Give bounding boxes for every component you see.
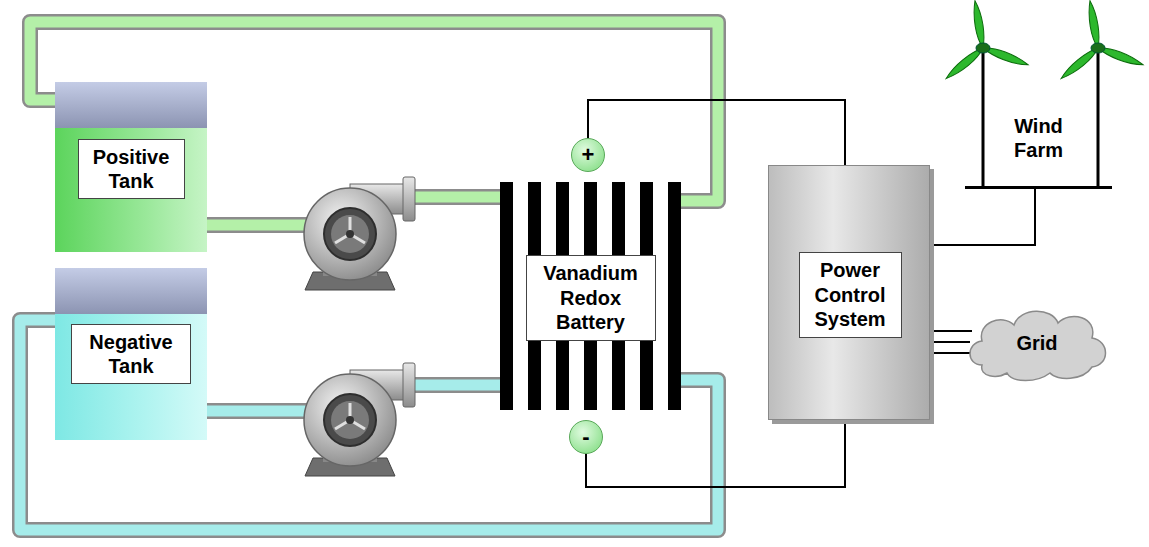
control-box: Power Control System bbox=[768, 165, 930, 420]
wire-line bbox=[934, 189, 1035, 245]
wire-line bbox=[588, 100, 845, 165]
wire-line bbox=[934, 341, 970, 343]
positive-tank: Positive Tank bbox=[55, 82, 207, 252]
wire-line bbox=[934, 352, 972, 354]
pump bbox=[304, 177, 415, 290]
power-wire bbox=[934, 189, 1035, 245]
negative-tank: Negative Tank bbox=[55, 268, 207, 440]
node-label: + bbox=[582, 144, 595, 166]
wind-farm-bus: Wind Farm bbox=[965, 100, 1112, 189]
wire-line bbox=[934, 330, 972, 332]
node-label: Positive Tank bbox=[78, 139, 185, 200]
node-label: Negative Tank bbox=[71, 324, 191, 385]
node-label: Power Control System bbox=[799, 252, 902, 337]
power-wire bbox=[586, 420, 845, 487]
power-wire bbox=[934, 331, 972, 332]
node-label: Wind Farm bbox=[1002, 112, 1076, 165]
power-wire bbox=[588, 100, 845, 165]
cell-stack: Vanadium Redox Battery bbox=[500, 182, 681, 410]
node-label: Grid bbox=[1005, 329, 1069, 357]
wind-turbine bbox=[1059, 0, 1145, 188]
pump bbox=[304, 363, 415, 476]
node-label: - bbox=[582, 426, 589, 448]
node-label: Vanadium Redox Battery bbox=[526, 255, 656, 340]
power-wire bbox=[934, 353, 972, 354]
wire-line bbox=[586, 420, 845, 487]
grid-cloud: Grid bbox=[962, 303, 1112, 385]
negative-terminal: - bbox=[569, 420, 603, 454]
power-wire bbox=[934, 342, 970, 343]
positive-terminal: + bbox=[571, 138, 605, 172]
